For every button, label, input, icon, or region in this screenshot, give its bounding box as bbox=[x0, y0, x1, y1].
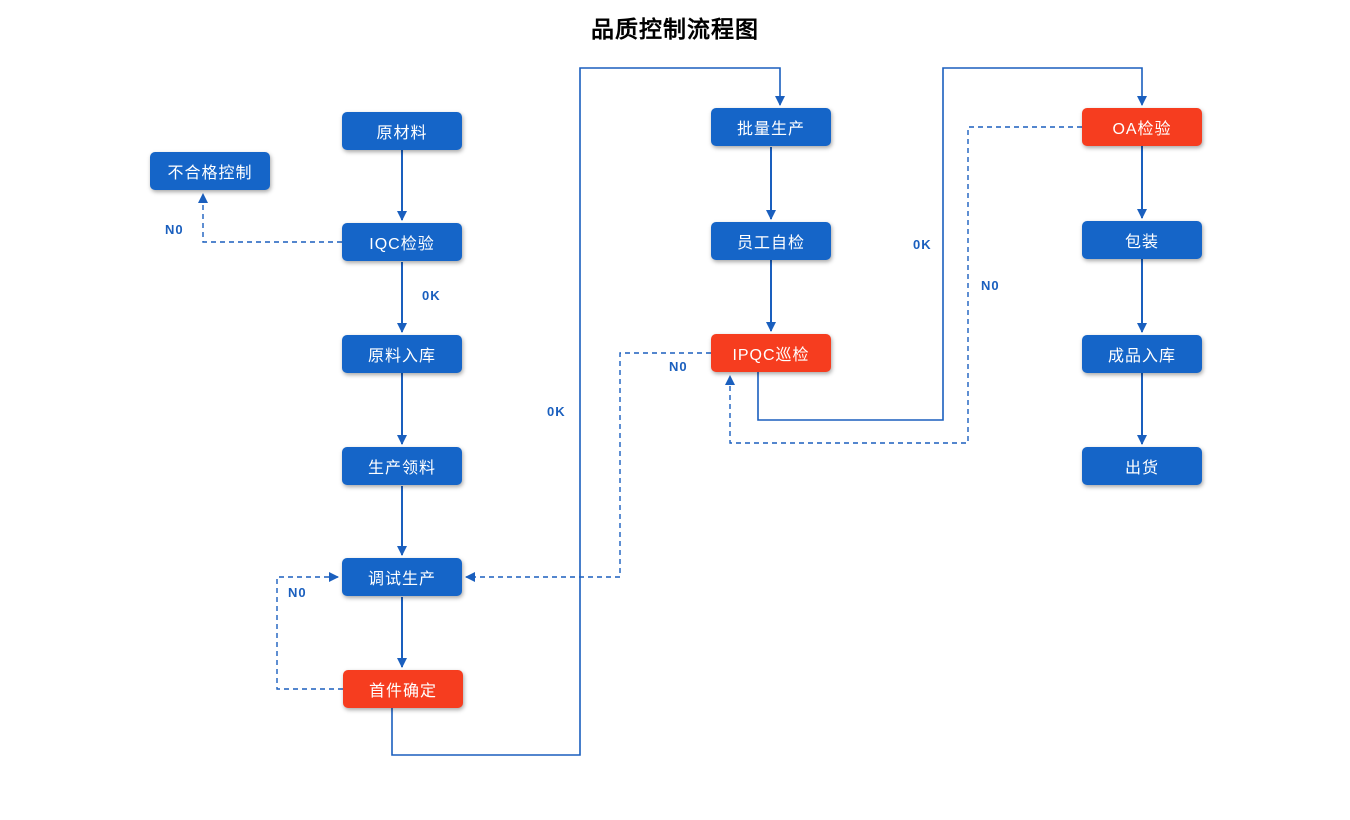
node-nonconforming-control-label: 不合格控制 bbox=[167, 165, 253, 182]
node-shipping: 出货 bbox=[1082, 447, 1202, 485]
node-raw-material-storage-label: 原料入库 bbox=[367, 348, 436, 365]
node-employee-self-check-label: 员工自检 bbox=[736, 235, 805, 252]
edge-label-ipqc-reject: N0 bbox=[668, 359, 689, 374]
node-nonconforming-control: 不合格控制 bbox=[150, 152, 270, 190]
edge-ipqc-ok-to-oa bbox=[757, 67, 1147, 421]
edge-label-iqc-pass: 0K bbox=[421, 288, 442, 303]
page-title: 品质控制流程图 bbox=[591, 17, 759, 42]
node-production-picking: 生产领料 bbox=[342, 447, 462, 485]
edge-label-ipqc-pass: 0K bbox=[912, 237, 933, 252]
node-oa-inspection: OA检验 bbox=[1082, 108, 1202, 146]
node-debug-production-label: 调试生产 bbox=[367, 571, 436, 588]
edge-label-first-article-pass: 0K bbox=[546, 404, 567, 419]
node-batch-production-label: 批量生产 bbox=[736, 121, 805, 138]
node-raw-material: 原材料 bbox=[342, 112, 462, 150]
node-ipqc-inspection: IPQC巡检 bbox=[711, 334, 831, 372]
node-first-article-confirm: 首件确定 bbox=[343, 670, 463, 708]
node-finished-goods-storage-label: 成品入库 bbox=[1107, 348, 1176, 365]
node-raw-material-label: 原材料 bbox=[376, 125, 428, 142]
node-iqc-inspection: IQC检验 bbox=[342, 223, 462, 261]
node-first-article-confirm-label: 首件确定 bbox=[368, 683, 437, 700]
node-shipping-label: 出货 bbox=[1124, 460, 1159, 477]
node-batch-production: 批量生产 bbox=[711, 108, 831, 146]
node-raw-material-storage: 原料入库 bbox=[342, 335, 462, 373]
node-debug-production: 调试生产 bbox=[342, 558, 462, 596]
edge-ipqc-no-to-debug bbox=[465, 352, 711, 582]
edge-label-first-article-reject: N0 bbox=[287, 585, 308, 600]
node-packaging: 包装 bbox=[1082, 221, 1202, 259]
edge-label-iqc-reject: N0 bbox=[164, 222, 185, 237]
node-production-picking-label: 生产领料 bbox=[367, 460, 436, 477]
node-iqc-inspection-label: IQC检验 bbox=[369, 236, 435, 253]
node-employee-self-check: 员工自检 bbox=[711, 222, 831, 260]
edge-label-oa-reject: N0 bbox=[980, 278, 1001, 293]
node-ipqc-inspection-label: IPQC巡检 bbox=[732, 347, 810, 364]
edge-firstarticle-ok-to-batch bbox=[391, 67, 785, 756]
node-finished-goods-storage: 成品入库 bbox=[1082, 335, 1202, 373]
node-oa-inspection-label: OA检验 bbox=[1112, 121, 1172, 138]
edge-firstarticle-no-to-debug bbox=[276, 572, 343, 690]
edge-oa-no-to-ipqc bbox=[725, 126, 1082, 444]
edge-iqc-no-to-nonconforming bbox=[198, 193, 342, 243]
node-packaging-label: 包装 bbox=[1124, 234, 1159, 251]
